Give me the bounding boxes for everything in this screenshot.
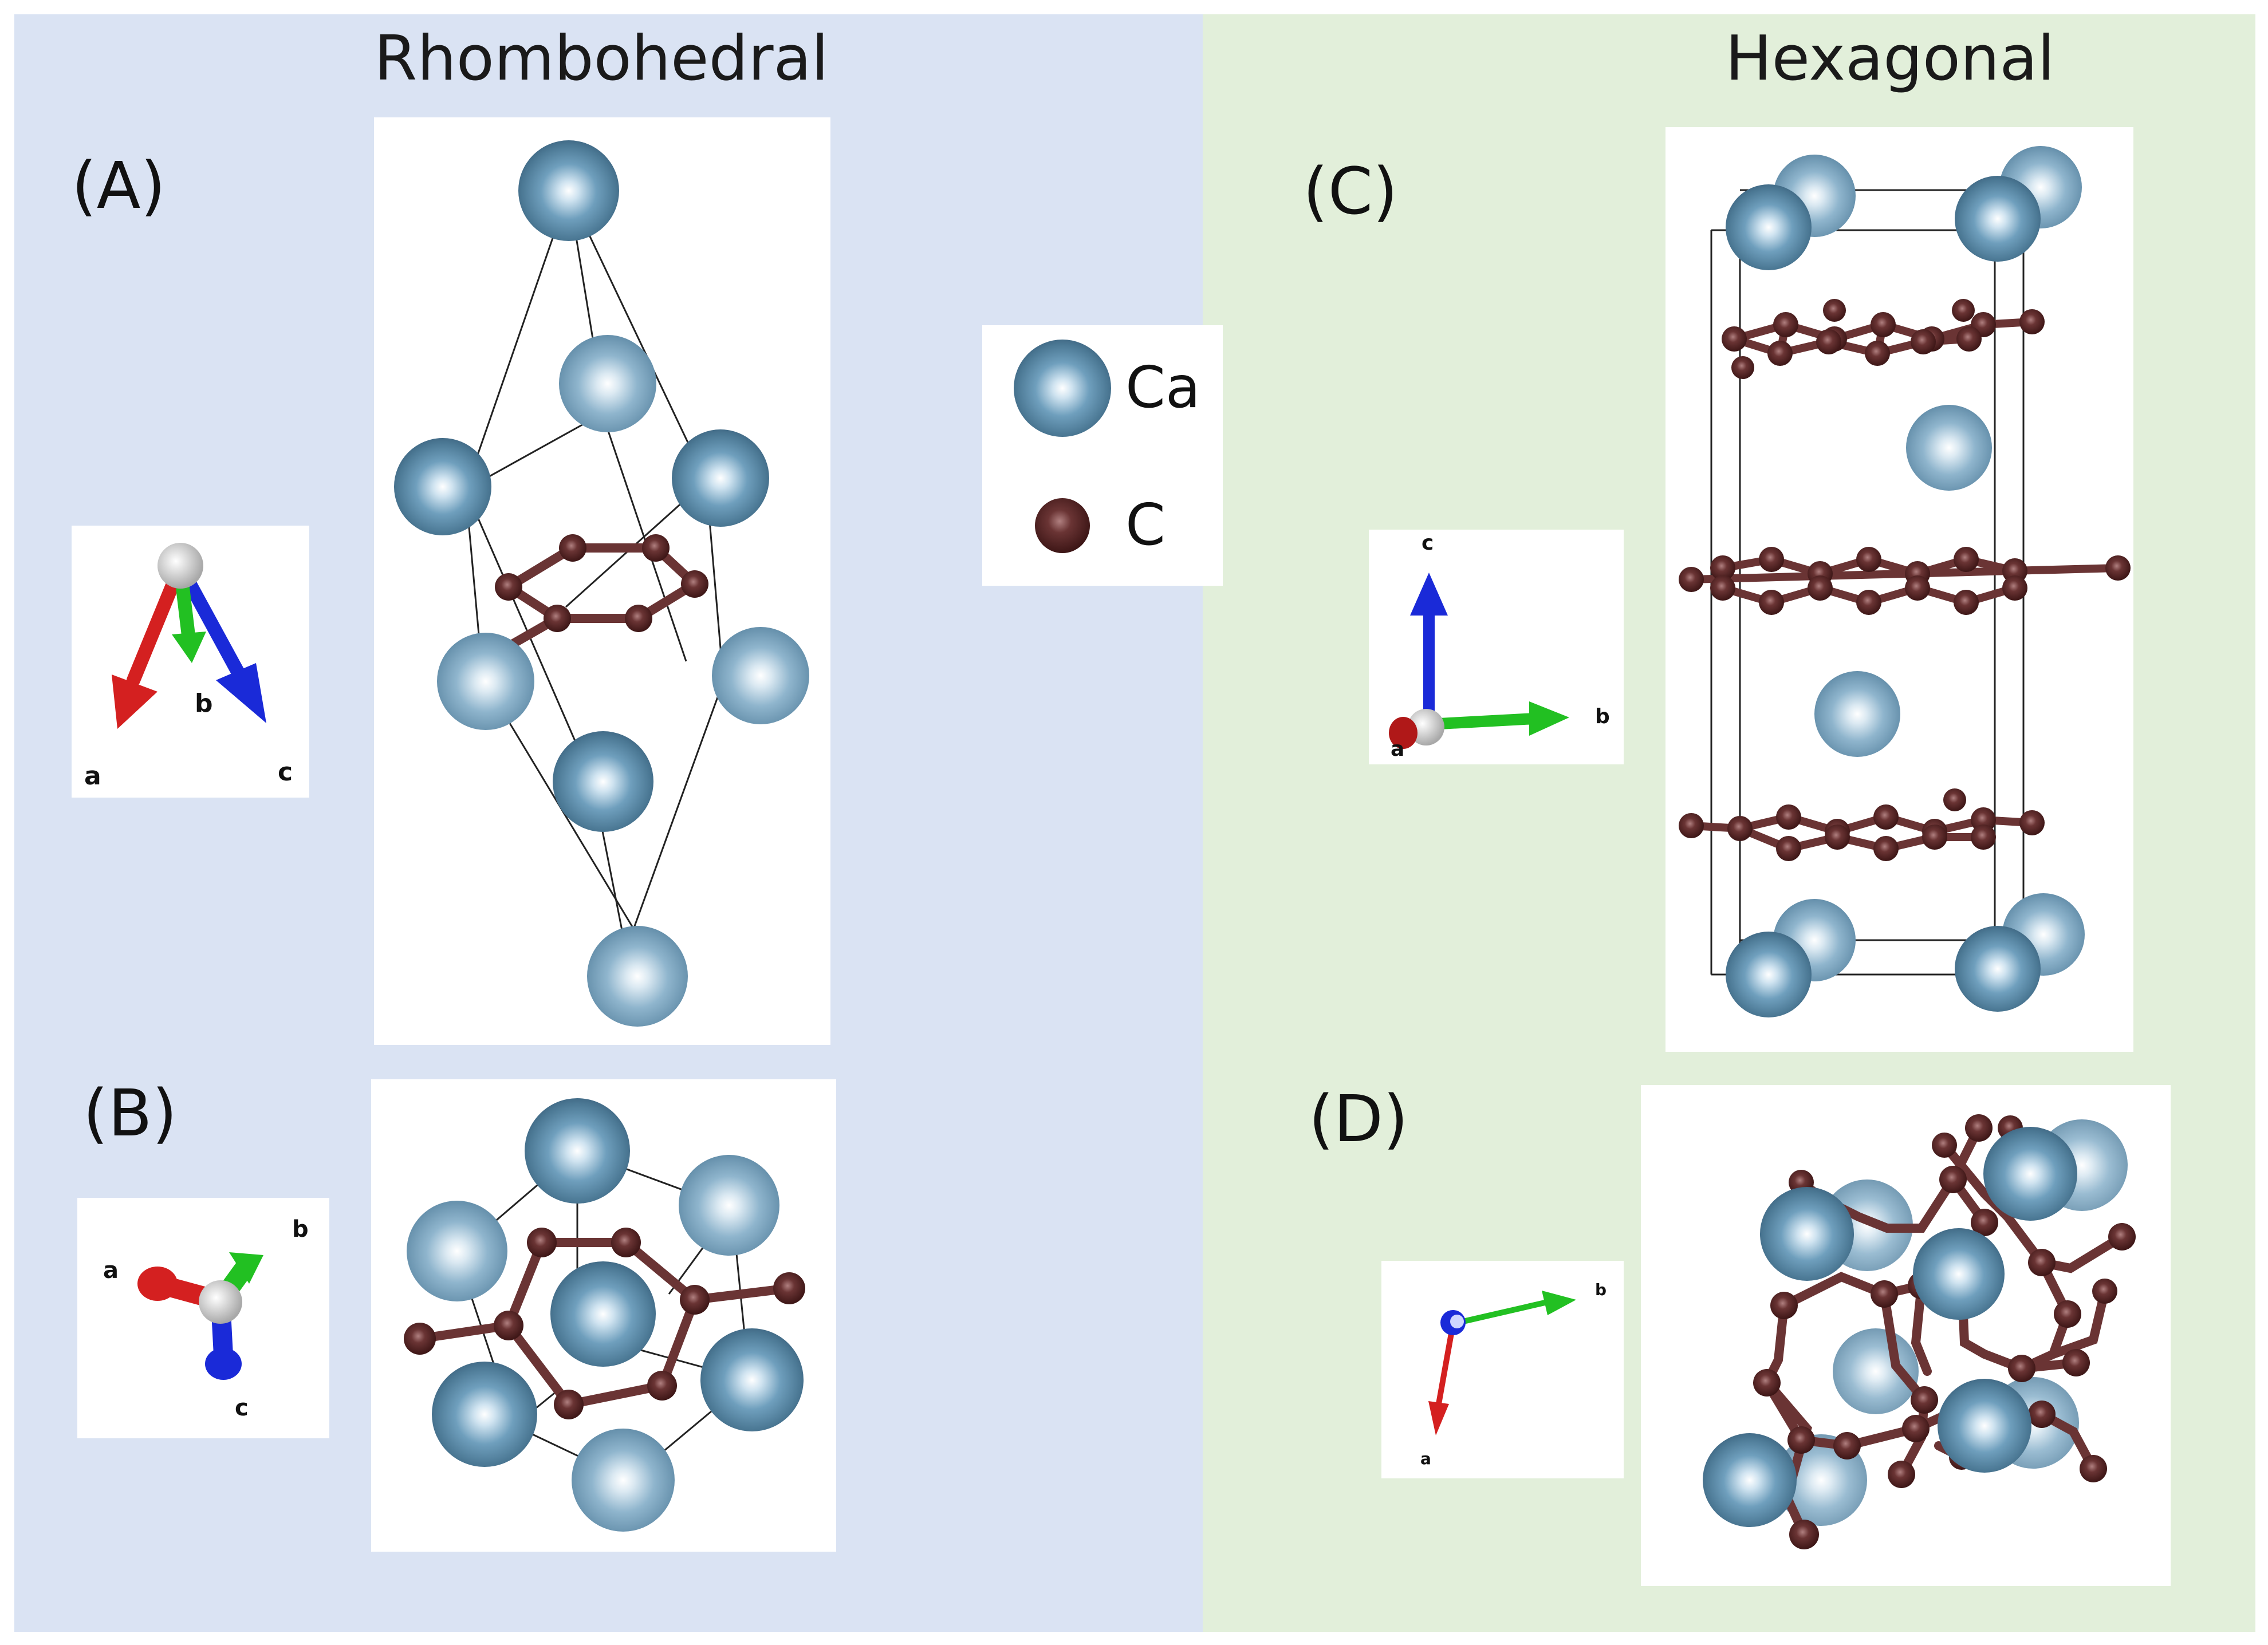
axis-triad-a: a b c [72,526,309,798]
axis-label-c: c [235,1395,249,1421]
rhombohedral-cell-view [374,117,830,1045]
axis-label-b: b [1595,705,1610,728]
axis-triad-d: b a [1381,1261,1624,1478]
legend-ca-icon [1014,340,1111,437]
rhombohedral-top-view [371,1079,836,1552]
legend-c-label: C [1125,491,1166,558]
axis-label-c: c [1422,531,1434,555]
axis-triad-b: b a c [77,1198,329,1438]
axis-label-b: b [1595,1280,1606,1299]
ca-atom [394,140,769,535]
axis-label-b: b [195,689,213,718]
rhombohedral-header: Rhombohedral [374,23,829,94]
axis-label-a: a [1420,1449,1431,1468]
c-atom [1679,788,2045,861]
axis-label-a: a [84,762,101,791]
legend: Ca C [982,325,1223,586]
hexagonal-cell-view [1665,127,2133,1052]
axis-triad-c: c b a [1369,530,1624,764]
axis-label-c: c [278,758,293,787]
axis-label-a: a [1391,737,1404,761]
legend-c-icon [1035,498,1090,553]
panel-label-c: (C) [1303,155,1398,229]
legend-ca-label: Ca [1125,354,1201,421]
axis-label-a: a [103,1257,119,1284]
hexagonal-perspective-view [1641,1085,2171,1586]
c-atom [404,1228,805,1419]
panel-label-d: (D) [1309,1082,1408,1157]
axis-label-b: b [292,1216,309,1242]
panel-label-b: (B) [83,1076,178,1151]
ca-atom [407,1098,779,1301]
hexagonal-header: Hexagonal [1725,23,2055,94]
c-atom [1722,299,2045,379]
c-atom [1679,547,2131,615]
panel-label-a: (A) [72,149,166,223]
